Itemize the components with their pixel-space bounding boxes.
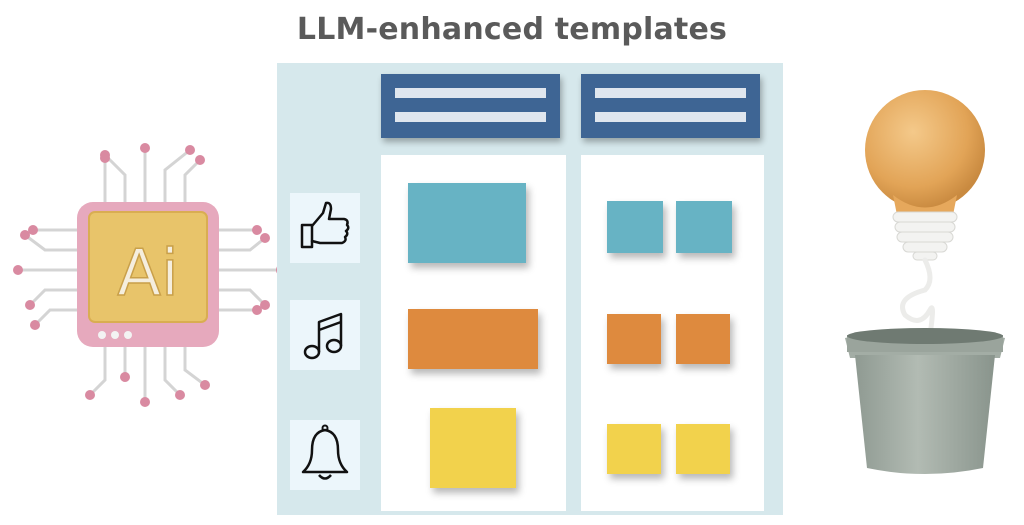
music-note-icon: [303, 312, 343, 360]
yellow-block-large: [430, 408, 516, 488]
bell-tile: [290, 420, 360, 490]
teal-block-small: [676, 201, 732, 253]
yellow-block-small: [676, 424, 730, 474]
teal-block-large: [408, 183, 526, 263]
thumbs-up-tile: [290, 193, 360, 263]
music-note-tile: [290, 300, 360, 370]
orange-block-small: [676, 314, 730, 364]
chip-label: Ai: [117, 237, 179, 311]
teal-block-small: [607, 201, 663, 253]
column-header-1: [381, 74, 560, 138]
page-title: LLM-enhanced templates: [296, 12, 728, 47]
yellow-block-small: [607, 424, 661, 474]
light-bulb-icon: [845, 90, 1005, 474]
ai-chip-icon: Ai: [13, 143, 288, 407]
orange-block-large: [408, 309, 538, 369]
thumbs-up-icon: [300, 201, 350, 249]
bell-icon: [301, 424, 349, 480]
column-header-2: [581, 74, 760, 138]
orange-block-small: [607, 314, 661, 364]
